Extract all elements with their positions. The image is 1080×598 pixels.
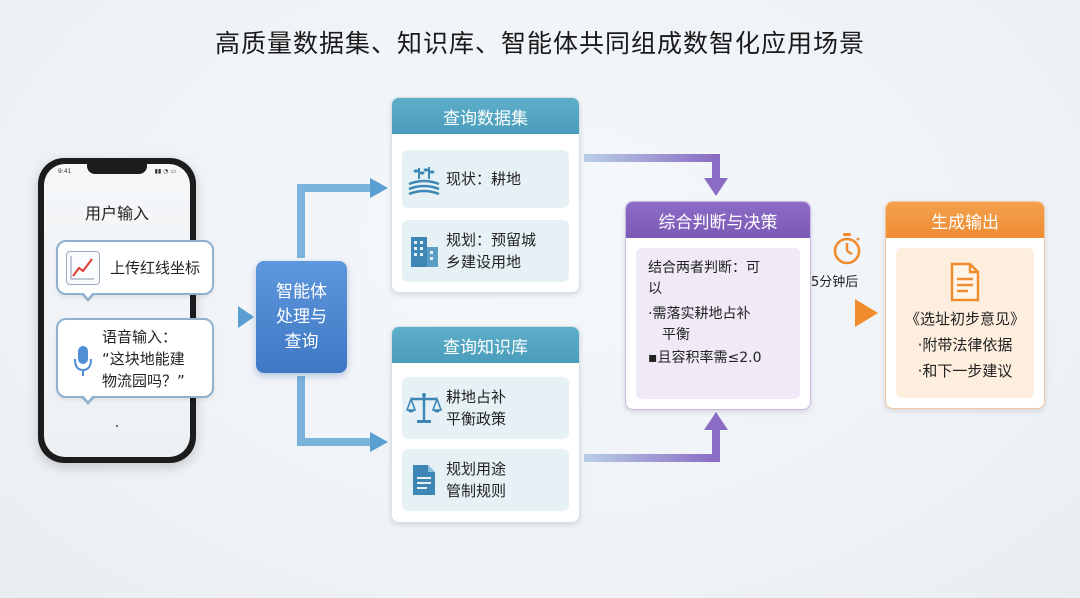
agent-line1: 智能体 [276, 281, 327, 302]
decision-body: 结合两者判断：可 以 ·需落实耕地占补 平衡 ▪且容积率需≤2.0 [636, 248, 800, 399]
output-line1: 《选址初步意见》 [904, 310, 1025, 328]
dataset-item-current[interactable]: 现状：耕地 [402, 150, 569, 208]
output-line2: ·附带法律依据 [917, 336, 1013, 354]
decision-bullet1-b: 平衡 [662, 327, 690, 343]
home-indicator [116, 425, 118, 427]
knowledge-card[interactable]: 查询知识库 耕地占补 平衡政策 [391, 326, 580, 523]
decision-line2: 以 [648, 281, 662, 297]
status-icons: ▮▮ ◔ ▭ [154, 168, 176, 175]
status-time: 9:41 [58, 168, 72, 175]
dataset-item-planning-line2: 乡建设用地 [446, 253, 522, 271]
knowledge-item-policy[interactable]: 耕地占补 平衡政策 [402, 377, 569, 439]
decision-bullet2: ▪且容积率需≤2.0 [648, 350, 762, 366]
document-icon [402, 463, 446, 497]
diagram-title: 高质量数据集、知识库、智能体共同组成数智化应用场景 [214, 29, 865, 58]
knowledge-item-policy-line1: 耕地占补 [446, 388, 507, 406]
agent-line3: 查询 [284, 331, 319, 352]
knowledge-item-rules[interactable]: 规划用途 管制规则 [402, 449, 569, 511]
upload-label: 上传红线坐标 [110, 259, 201, 277]
scales-icon [402, 391, 446, 425]
voice-quote-line1: “这块地能建 [102, 350, 185, 368]
timer-label: 5分钟后 [811, 275, 859, 290]
stopwatch-icon [831, 232, 863, 270]
agent-line2: 处理与 [276, 306, 327, 327]
output-line3: ·和下一步建议 [917, 362, 1013, 380]
voice-label: 语音输入： [102, 328, 178, 346]
knowledge-item-rules-line1: 规划用途 [446, 460, 507, 478]
knowledge-card-title: 查询知识库 [392, 327, 579, 363]
dataset-item-current-line1: 现状：耕地 [446, 170, 522, 188]
output-card[interactable]: 生成输出 《选址初步意见》 ·附带法律依据 ·和下一步建议 [885, 201, 1045, 409]
farmland-icon [402, 162, 446, 196]
agent-node[interactable]: 智能体 处理与 查询 [256, 261, 347, 373]
output-body: 《选址初步意见》 ·附带法律依据 ·和下一步建议 [896, 248, 1034, 398]
knowledge-item-policy-line2: 平衡政策 [446, 410, 507, 428]
arrow-agent-to-knowledge [297, 376, 372, 446]
voice-quote: “这块地能建 物流园吗？” [102, 348, 212, 392]
voice-input-bubble[interactable]: 语音输入： “这块地能建 物流园吗？” [56, 318, 214, 405]
phone-screen: 9:41 ▮▮ ◔ ▭ 用户输入 [44, 164, 190, 457]
decision-bullet1-a: ·需落实耕地占补 [648, 306, 751, 322]
microphone-icon [72, 344, 94, 384]
arrow-agent-to-dataset [297, 184, 372, 258]
document-icon [896, 262, 1034, 302]
decision-card-title: 综合判断与决策 [626, 202, 810, 238]
phone-notch [87, 164, 147, 174]
line-chart-icon [66, 250, 100, 285]
decision-card[interactable]: 综合判断与决策 结合两者判断：可 以 ·需落实耕地占补 平衡 ▪且容积率需≤2.… [625, 201, 811, 410]
voice-quote-line2: 物流园吗？” [102, 372, 185, 390]
arrow-dataset-to-decision [584, 154, 720, 180]
phone-mockup: 9:41 ▮▮ ◔ ▭ 用户输入 [38, 158, 196, 463]
dataset-card-title: 查询数据集 [392, 98, 579, 134]
building-icon [402, 233, 446, 269]
arrow-knowledge-to-decision [584, 428, 720, 462]
phone-heading: 用户输入 [84, 204, 149, 223]
knowledge-item-rules-line2: 管制规则 [446, 482, 507, 500]
dataset-item-planning-line1: 规划：预留城 [446, 231, 537, 249]
dataset-item-planning[interactable]: 规划：预留城 乡建设用地 [402, 220, 569, 282]
dataset-card[interactable]: 查询数据集 现状：耕地 [391, 97, 580, 293]
decision-line1: 结合两者判断：可 [648, 260, 760, 276]
output-card-title: 生成输出 [886, 202, 1044, 238]
upload-coordinates-bubble[interactable]: 上传红线坐标 [56, 240, 214, 302]
bubble-tail [80, 291, 96, 302]
bubble-tail [80, 394, 96, 405]
